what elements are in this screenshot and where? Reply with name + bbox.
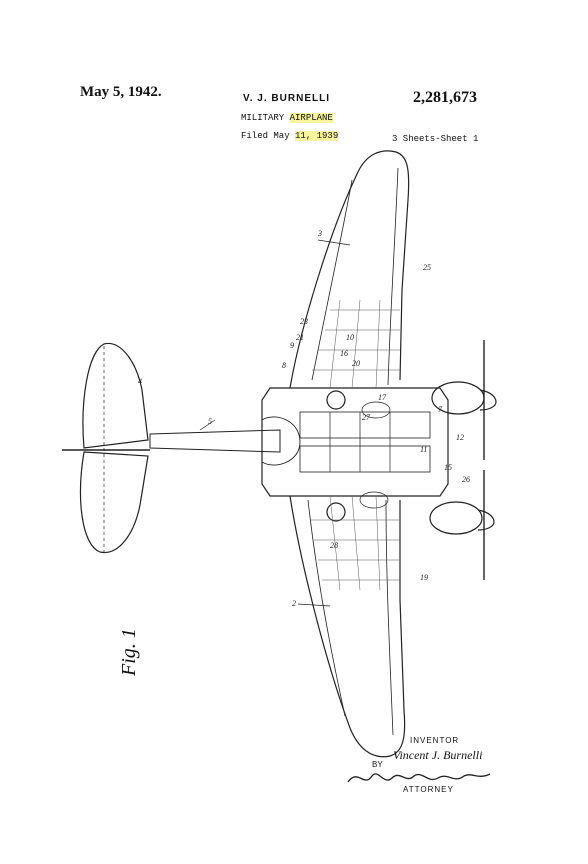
center-section-outline	[261, 387, 449, 497]
attorney-label: ATTORNEY	[403, 785, 454, 794]
inventor-label: INVENTOR	[410, 736, 460, 745]
ref-10: 10	[346, 333, 354, 342]
upper-wing-outline	[289, 150, 410, 389]
sheet-count: 3 Sheets-Sheet 1	[392, 134, 479, 144]
ref-2: 2	[292, 599, 296, 608]
upper-gun-turret	[326, 390, 346, 410]
patent-title: MILITARY AIRPLANE	[241, 113, 333, 123]
lower-wing-rear-edge	[385, 499, 394, 736]
ref-21: 21	[296, 333, 304, 342]
ref-11: 11	[420, 445, 427, 454]
ref-25-upper: 25	[423, 263, 431, 272]
lower-wing-inner-edge	[307, 499, 346, 717]
ref-23: 23	[300, 317, 308, 326]
by-label: BY	[372, 760, 383, 769]
ref-12: 12	[456, 433, 464, 442]
ref-17: 17	[378, 393, 387, 402]
lower-crew-station	[359, 491, 389, 509]
ref-5: 5	[208, 417, 212, 426]
ref-19: 19	[420, 573, 428, 582]
ref-3: 3	[317, 229, 322, 238]
upper-crew-station	[361, 401, 391, 419]
upper-spinner	[479, 389, 497, 411]
cabin-compartment-lower	[299, 445, 431, 473]
ref-8: 8	[282, 361, 286, 370]
inventor-name-header: V. J. BURNELLI	[243, 93, 330, 104]
lower-spinner	[477, 509, 495, 531]
filed-date-highlighted: 11, 1939	[295, 131, 339, 141]
inventor-signature: Vincent J. Burnelli	[393, 748, 483, 762]
lower-gun-turret	[326, 502, 346, 522]
ref-15: 15	[444, 463, 452, 472]
leader-line-5	[199, 419, 216, 431]
lower-wing-outline	[289, 495, 406, 758]
ref-9: 9	[290, 341, 294, 350]
leader-line-2	[297, 603, 331, 607]
ref-27: 27	[362, 413, 371, 422]
ref-20-upper: 20	[352, 359, 360, 368]
lower-tailplane	[79, 451, 149, 554]
lower-engine-nacelle	[429, 501, 483, 535]
wing-rib-grid	[310, 299, 400, 591]
filed-line: Filed May 11, 1939	[241, 131, 339, 141]
nose-cone	[261, 416, 301, 466]
fuselage-boom	[149, 429, 281, 453]
ref-28: 28	[330, 541, 338, 550]
filed-prefix: Filed May	[241, 131, 290, 141]
ref-16: 16	[340, 349, 348, 358]
leader-line-3	[317, 239, 351, 246]
ref-26: 26	[462, 475, 470, 484]
patent-date: May 5, 1942.	[80, 84, 162, 100]
upper-wing-rear-edge	[387, 167, 399, 386]
ref-4: 4	[138, 377, 142, 386]
cabin-compartment-upper	[299, 411, 431, 439]
upper-wing-leading-edge-inner	[311, 179, 353, 381]
upper-tailplane	[82, 342, 149, 449]
ref-7: 7	[438, 405, 443, 414]
title-word-1: MILITARY	[241, 113, 285, 123]
title-word-2-highlighted: AIRPLANE	[289, 113, 333, 123]
figure-label: Fig. 1	[118, 628, 140, 676]
attorney-signature-scribble	[347, 773, 491, 783]
patent-number: 2,281,673	[413, 89, 477, 106]
